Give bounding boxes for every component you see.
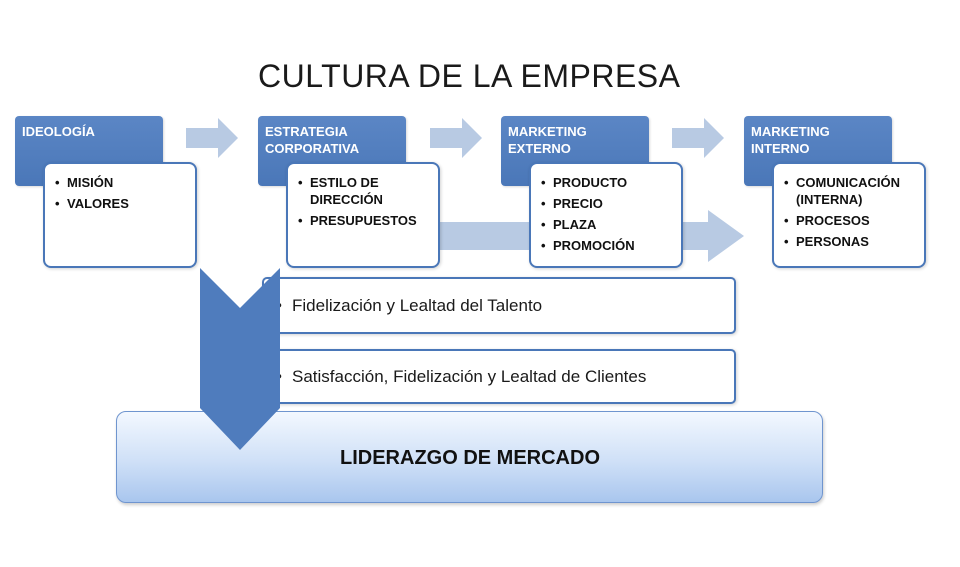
outcome-label: Fidelización y Lealtad del Talento	[292, 295, 543, 315]
result-label: LIDERAZGO DE MERCADO	[340, 447, 600, 469]
list-item: PRODUCTO	[541, 174, 675, 191]
list-item: PROCESOS	[784, 212, 918, 229]
outcome-box-clients: • Satisfacción, Fidelización y Lealtad d…	[262, 349, 736, 404]
stage-detail-ideologia: MISIÓN VALORES	[43, 162, 197, 268]
list-item: VALORES	[55, 195, 189, 212]
arrow-right-icon	[186, 118, 238, 158]
stage-detail-marketing-interno: COMUNICACIÓN (INTERNA) PROCESOS PERSONAS	[772, 162, 926, 268]
list-item: COMUNICACIÓN (INTERNA)	[784, 174, 918, 208]
stage-detail-estrategia: ESTILO DE DIRECCIÓN PRESUPUESTOS	[286, 162, 440, 268]
diagram-title: CULTURA DE LA EMPRESA	[258, 58, 681, 94]
stage-detail-marketing-externo: PRODUCTO PRECIO PLAZA PROMOCIÓN	[529, 162, 683, 268]
list-item: PRECIO	[541, 195, 675, 212]
list-item: MISIÓN	[55, 174, 189, 191]
chevron-down-arrow-icon	[200, 268, 280, 450]
arrow-right-icon	[430, 118, 482, 158]
list-item: ESTILO DE DIRECCIÓN	[298, 174, 432, 208]
list-item: PRESUPUESTOS	[298, 212, 432, 229]
list-item: PERSONAS	[784, 233, 918, 250]
outcome-label: Satisfacción, Fidelización y Lealtad de …	[292, 366, 647, 386]
outcome-box-talent: • Fidelización y Lealtad del Talento	[262, 277, 736, 334]
arrow-right-icon	[672, 118, 724, 158]
list-item: PROMOCIÓN	[541, 237, 675, 254]
list-item: PLAZA	[541, 216, 675, 233]
